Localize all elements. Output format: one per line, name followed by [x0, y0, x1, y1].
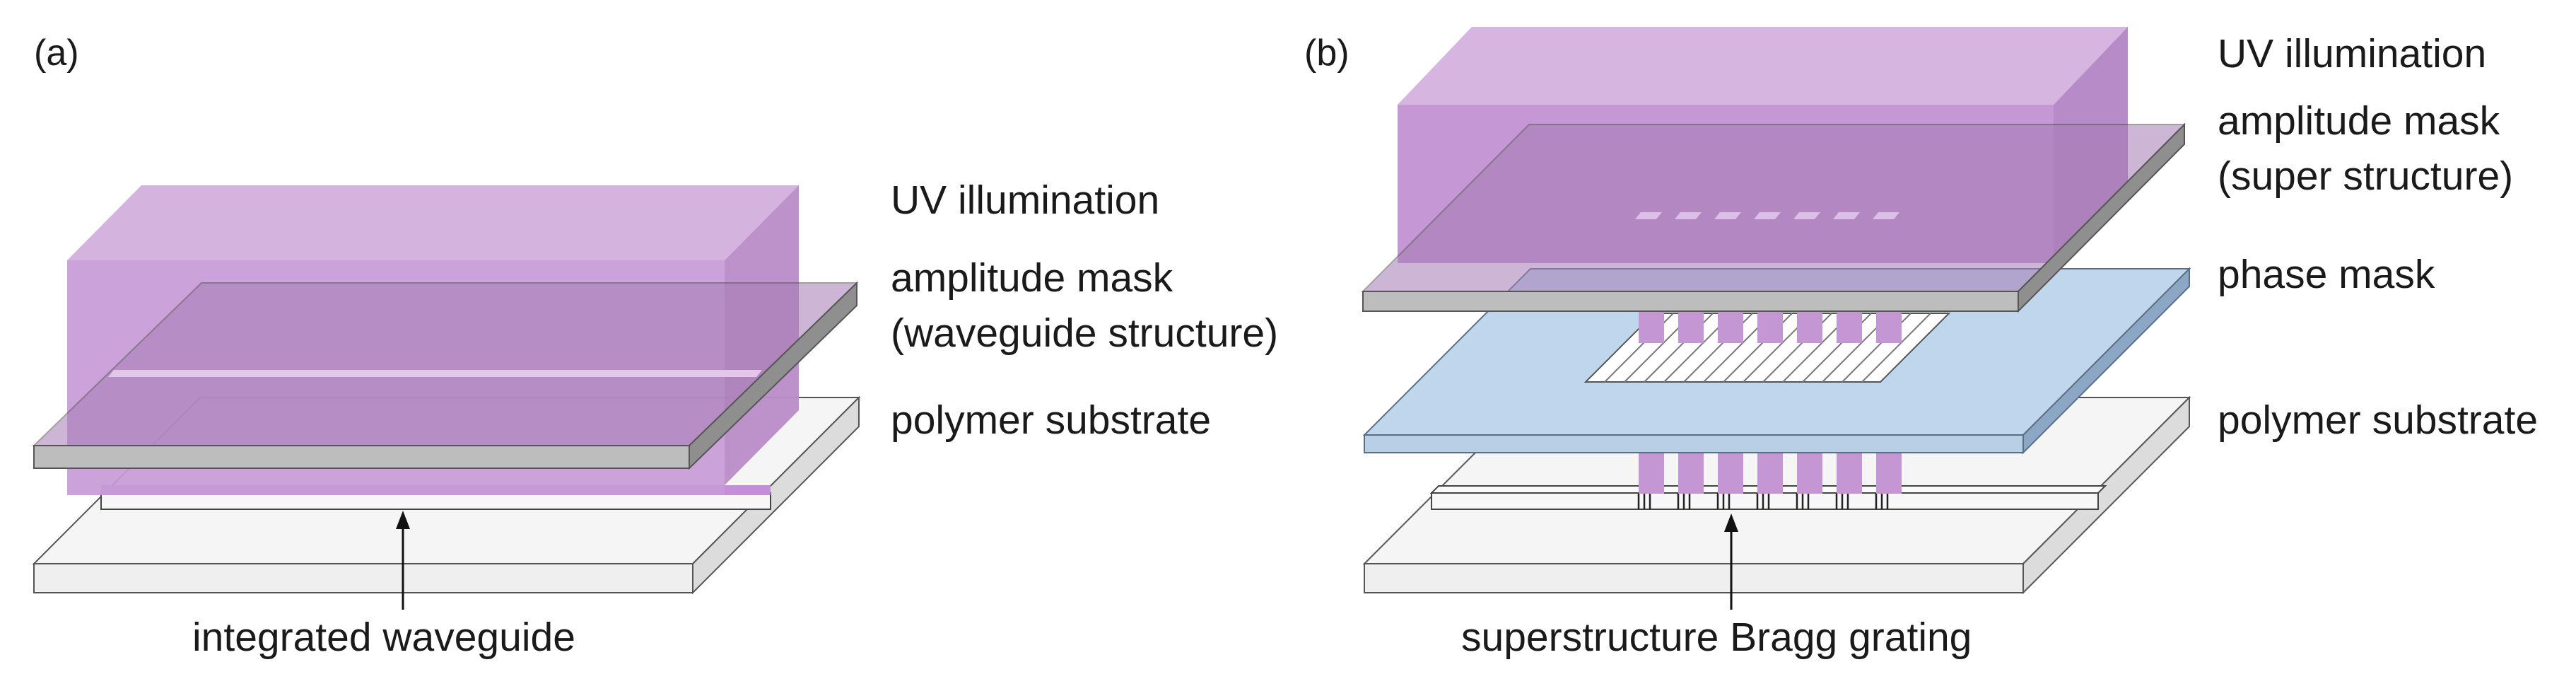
- panel-b-amplitude-mask: [1361, 122, 2186, 313]
- panel-a-label: (a): [34, 33, 79, 74]
- panel-a: (a) UV ill: [32, 33, 1278, 660]
- panel-b-mask-label-1: amplitude mask: [2218, 98, 2500, 144]
- panel-b-phase-label: phase mask: [2218, 252, 2435, 297]
- panel-a-uv-label: UV illumination: [891, 178, 1159, 223]
- panel-b-arrow: [1724, 513, 1738, 610]
- panel-b: (b): [1304, 27, 2538, 660]
- panel-a-amplitude-mask: [32, 281, 859, 470]
- panel-b-mask-slits: [1635, 212, 1899, 219]
- panel-a-substrate-label: polymer substrate: [891, 397, 1211, 443]
- panel-b-mask-label-2: (super structure): [2218, 153, 2513, 199]
- panel-b-uv-label: UV illumination: [2218, 31, 2486, 76]
- panel-a-mask-label-1: amplitude mask: [891, 255, 1173, 301]
- panel-b-substrate-label: polymer substrate: [2218, 397, 2538, 443]
- panel-a-mask-slit: [108, 370, 762, 377]
- panel-b-bragg-grating: [1637, 493, 1889, 509]
- panel-b-uv-beams-upper: [1639, 311, 1902, 343]
- panel-a-mask-label-2: (waveguide structure): [891, 311, 1278, 356]
- panel-a-bottom-label: integrated waveguide: [192, 615, 575, 660]
- panel-a-arrow: [396, 511, 410, 610]
- panel-b-bottom-label: superstructure Bragg grating: [1461, 615, 1972, 660]
- panel-b-uv-beams-lower: [1639, 453, 1902, 494]
- panel-b-label: (b): [1304, 33, 1350, 74]
